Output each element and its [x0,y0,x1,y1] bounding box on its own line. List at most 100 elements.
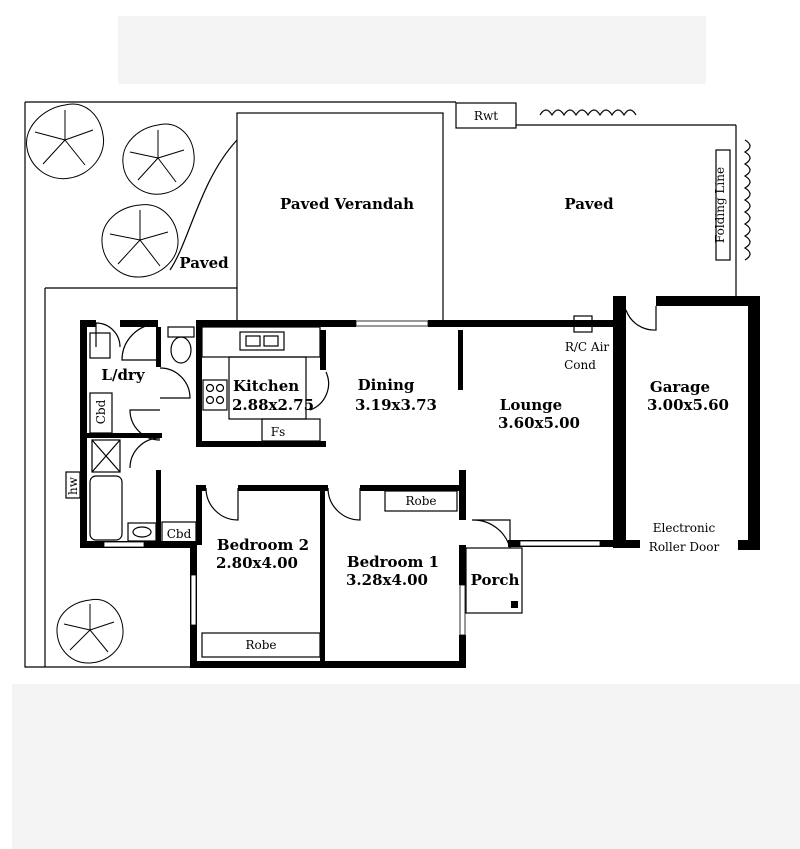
robe-bed1 [384,490,458,512]
wall [87,433,162,438]
wall [320,491,325,663]
window [459,584,466,636]
fs-label: Fs [271,425,285,439]
bedroom1-size: 3.28x4.00 [346,571,428,589]
burner [205,395,215,405]
laundry-tub [89,332,111,359]
burner [205,383,215,393]
wall [613,296,626,548]
wall [320,330,326,370]
fridge-space [261,418,321,442]
paved-verandah-label: Paved Verandah [280,195,414,213]
paved-left-label: Paved [179,254,229,272]
sink-bowl [263,335,279,347]
porch-door [471,519,511,549]
vanity [127,522,157,542]
wall [428,320,618,327]
hw-unit [65,471,81,499]
bedroom1-label: Bedroom 1 [347,553,439,571]
wall [458,330,463,390]
dining-label: Dining [358,376,415,394]
robe-bed1-label: Robe [405,494,436,508]
site-boundary-outer [24,101,456,668]
paved-edge [44,287,237,667]
aircon-label-2: Cond [564,358,596,372]
rwt-box [455,102,517,129]
cooktop [202,379,228,411]
door-swing [309,371,330,411]
wall [748,296,760,550]
window [355,320,429,327]
robe-bed2-label: Robe [245,638,276,652]
folding-line-box [715,149,731,261]
wall [156,327,161,367]
wall [626,540,640,548]
garage-size: 3.00x5.60 [647,396,729,414]
wall [459,545,466,585]
window [190,574,197,626]
wall [196,320,356,327]
robe-bed2 [201,632,321,658]
tree-icon [101,204,179,278]
wall [156,470,161,545]
footer-banner [12,684,800,849]
door-swing [205,487,239,521]
door-swing [95,322,121,348]
basin [132,526,152,538]
aircon-unit [573,315,593,333]
sink-bowl [245,335,261,347]
wall [459,470,466,520]
verandah-outline [236,112,444,324]
kitchen-size: 2.88x2.75 [232,396,314,414]
lounge-label: Lounge [500,396,562,414]
cbd-laundry-label: Cbd [94,399,108,424]
aircon-label-1: R/C Air [565,340,610,354]
bedroom2-label: Bedroom 2 [217,536,309,554]
wall [360,485,460,491]
laundry-label: L/dry [101,366,145,384]
lounge-size: 3.60x5.00 [498,414,580,432]
wall [196,441,326,447]
garage-door-label-1: Electronic [653,521,716,535]
laundry-cbd [89,392,113,434]
toilet-bowl [170,336,192,364]
garage-label: Garage [650,378,710,396]
cbd-bath-label: Cbd [167,527,192,541]
wall [80,320,96,327]
wall [656,296,760,306]
header-banner [118,16,706,84]
tree-icon [122,123,195,195]
wall [459,635,466,668]
shrub-line-right [743,139,751,261]
shrub-line [539,109,637,117]
garage-door-label-2: Roller Door [649,540,720,554]
tree-icon [26,103,105,180]
wall [196,485,202,545]
sink [239,331,285,351]
rwt-label: Rwt [474,109,498,123]
burner [215,395,225,405]
porch-label: Porch [471,571,520,589]
wall [238,485,328,491]
path-curve [169,139,238,271]
bedroom2-size: 2.80x4.00 [216,554,298,572]
door-swing [129,409,161,441]
door-swing [129,437,161,469]
door-swing [625,306,657,331]
paved-top-label: Paved [564,195,614,213]
bathtub [89,475,123,541]
wall [120,320,158,327]
wall [738,540,760,550]
shower-tray [91,439,121,473]
wall [196,320,202,446]
tree-icon [56,598,124,664]
folding-line-label: Folding Line [713,167,727,243]
shower [91,439,121,473]
hw-label: hw [66,476,80,495]
door-swing [121,323,159,361]
dining-size: 3.19x3.73 [355,396,437,414]
window [103,541,145,548]
door-swing [327,487,361,521]
door-swing [159,367,191,399]
